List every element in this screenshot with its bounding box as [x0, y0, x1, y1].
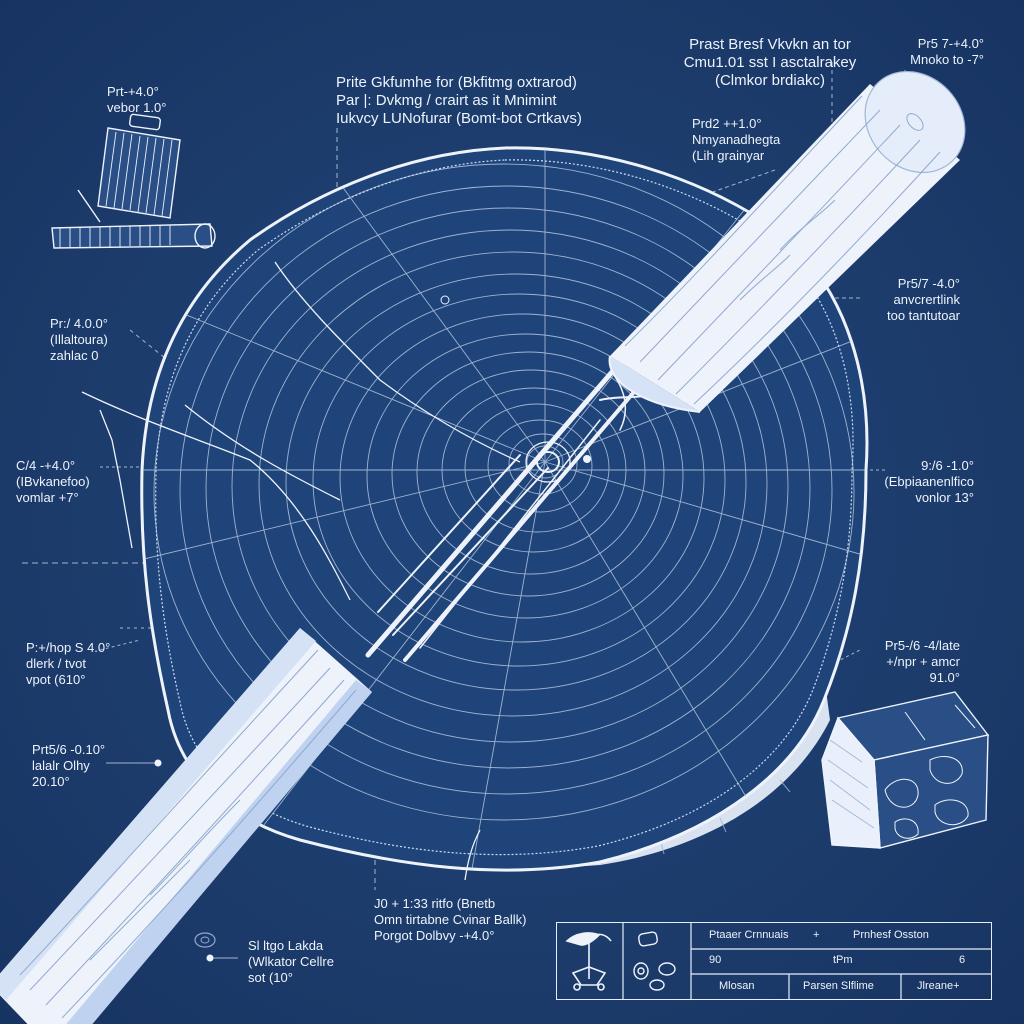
- callout-line: (Ebpiaanenlfico: [884, 474, 974, 489]
- callout-left-lower: P:+/hop S 4.0° dlerk / tvot vpot (610°: [26, 640, 110, 688]
- callout-line: 91.0°: [929, 670, 960, 685]
- table-header-1: Ptaaer Crnnuais: [709, 929, 789, 941]
- callout-line: Pr5 7-+4.0°: [917, 36, 984, 51]
- callout-left-upper: Pr:/ 4.0.0° (Illaltoura) zahlac 0: [50, 316, 108, 364]
- callout-line: Pr5/7 -4.0°: [897, 276, 960, 291]
- callout-drum-icon: Prt-+4.0° vebor 1.0°: [107, 84, 166, 116]
- callout-line: sot (10°: [248, 970, 293, 985]
- callout-bottom-center: J0 + 1:33 ritfo (Bnetb Omn tirtabne Cvin…: [374, 896, 526, 944]
- callout-right-upper: Pr5/7 -4.0° anvcrertlink too tantutoar: [850, 276, 960, 324]
- callout-line: Nmyanadhegta: [692, 132, 781, 147]
- top-right-note: Prast Bresf Vkvkn an tor Cmu1.01 sst I a…: [660, 36, 880, 90]
- callout-line: (IBvkanefoo): [16, 474, 90, 489]
- callout-bottom-left: Sl ltgo Lakda (Wlkator Cellre sot (10°: [248, 938, 334, 986]
- callout-line: zahlac 0: [50, 348, 99, 363]
- wood-pieces-icon: [633, 931, 676, 991]
- callout-line: anvcrertlink: [893, 292, 960, 307]
- callout-line: (Wlkator Cellre: [248, 954, 334, 969]
- drawing-title-table: Ptaaer Crnnuais + Prnhesf Osston 90 tPm …: [556, 922, 992, 1000]
- callout-line: (Illaltoura): [50, 332, 108, 347]
- callout-line: Sl ltgo Lakda: [248, 938, 324, 953]
- table-cell: 6: [959, 954, 966, 966]
- note-line: Prast Bresf Vkvkn an tor: [689, 36, 851, 53]
- callout-line: 9:/6 -1.0°: [921, 458, 974, 473]
- table-header-2: Prnhesf Osston: [853, 929, 929, 941]
- callout-line: 20.10°: [32, 774, 70, 789]
- table-cell: 90: [709, 954, 722, 966]
- table-header-plus: +: [813, 929, 820, 941]
- note-line: (Clmkor brdiakc): [714, 72, 825, 89]
- callout-line: J0 + 1:33 ritfo (Bnetb: [374, 896, 496, 911]
- table-cell: Parsen Slflime: [803, 980, 874, 992]
- pith-mark: [525, 441, 591, 483]
- callout-right-mid: 9:/6 -1.0° (Ebpiaanenlfico vonlor 13°: [866, 458, 974, 506]
- callout-line: Prt5/6 -0.10°: [32, 742, 106, 757]
- title-line: Par |: Dvkmg / crairt as it Mnimint: [336, 92, 557, 109]
- table-cell: Mlosan: [719, 980, 755, 992]
- callout-line: vebor 1.0°: [107, 100, 167, 115]
- callout-line: dlerk / tvot: [26, 656, 86, 671]
- callout-left-bottom: Prt5/6 -0.10° lalalr Olhy 20.10°: [32, 742, 105, 790]
- title-block: Prite Gkfumhe for (Bkfitmg oxtrarod) Par…: [336, 74, 582, 128]
- callout-line: C/4 -+4.0°: [16, 458, 76, 473]
- callout-line: Prt-+4.0°: [107, 84, 159, 99]
- callout-line: Mnoko to -7°: [910, 52, 984, 67]
- callout-top-right: Pr5 7-+4.0° Mnoko to -7°: [884, 36, 984, 68]
- callout-line: Omn tirtabne Cvinar Ballk): [374, 912, 527, 927]
- axe-icon: [565, 932, 612, 991]
- title-line: Iukvcy LUNofurar (Bomt-bot Crtkavs): [336, 110, 582, 127]
- table-grid: [565, 923, 991, 999]
- note-line: Cmu1.01 sst I asctalrakey: [683, 54, 857, 71]
- callout-line: vpot (610°: [26, 672, 86, 687]
- table-cell: tPm: [833, 954, 853, 966]
- callout-line: P:+/hop S 4.0°: [26, 640, 111, 655]
- stone-block-icon: [821, 691, 990, 849]
- callout-line: (Lih grainyar: [692, 148, 765, 163]
- drum-tool-icon: [51, 113, 216, 249]
- callout-line: vomlar +7°: [16, 490, 79, 505]
- callout-line: vonlor 13°: [915, 490, 974, 505]
- table-cell: Jlreane+: [917, 980, 960, 992]
- callout-line: Pr:/ 4.0.0°: [50, 316, 108, 331]
- callout-line: too tantutoar: [887, 308, 960, 323]
- title-line: Prite Gkfumhe for (Bkfitmg oxtrarod): [336, 74, 577, 91]
- callout-line: Prd2 ++1.0°: [692, 116, 762, 131]
- callout-line: Pr5-/6 -4/late: [884, 638, 960, 653]
- callout-stone-block: Pr5-/6 -4/late +/npr + amcr 91.0°: [860, 638, 960, 686]
- callout-stake-grain: Prd2 ++1.0° Nmyanadhegta (Lih grainyar: [692, 116, 780, 164]
- splitting-shaft: [0, 70, 966, 1024]
- callout-line: +/npr + amcr: [886, 654, 960, 669]
- callout-line: lalalr Olhy: [32, 758, 90, 773]
- callout-left-mid: C/4 -+4.0° (IBvkanefoo) vomlar +7°: [16, 458, 90, 506]
- callout-line: Porgot Dolbvy -+4.0°: [374, 928, 495, 943]
